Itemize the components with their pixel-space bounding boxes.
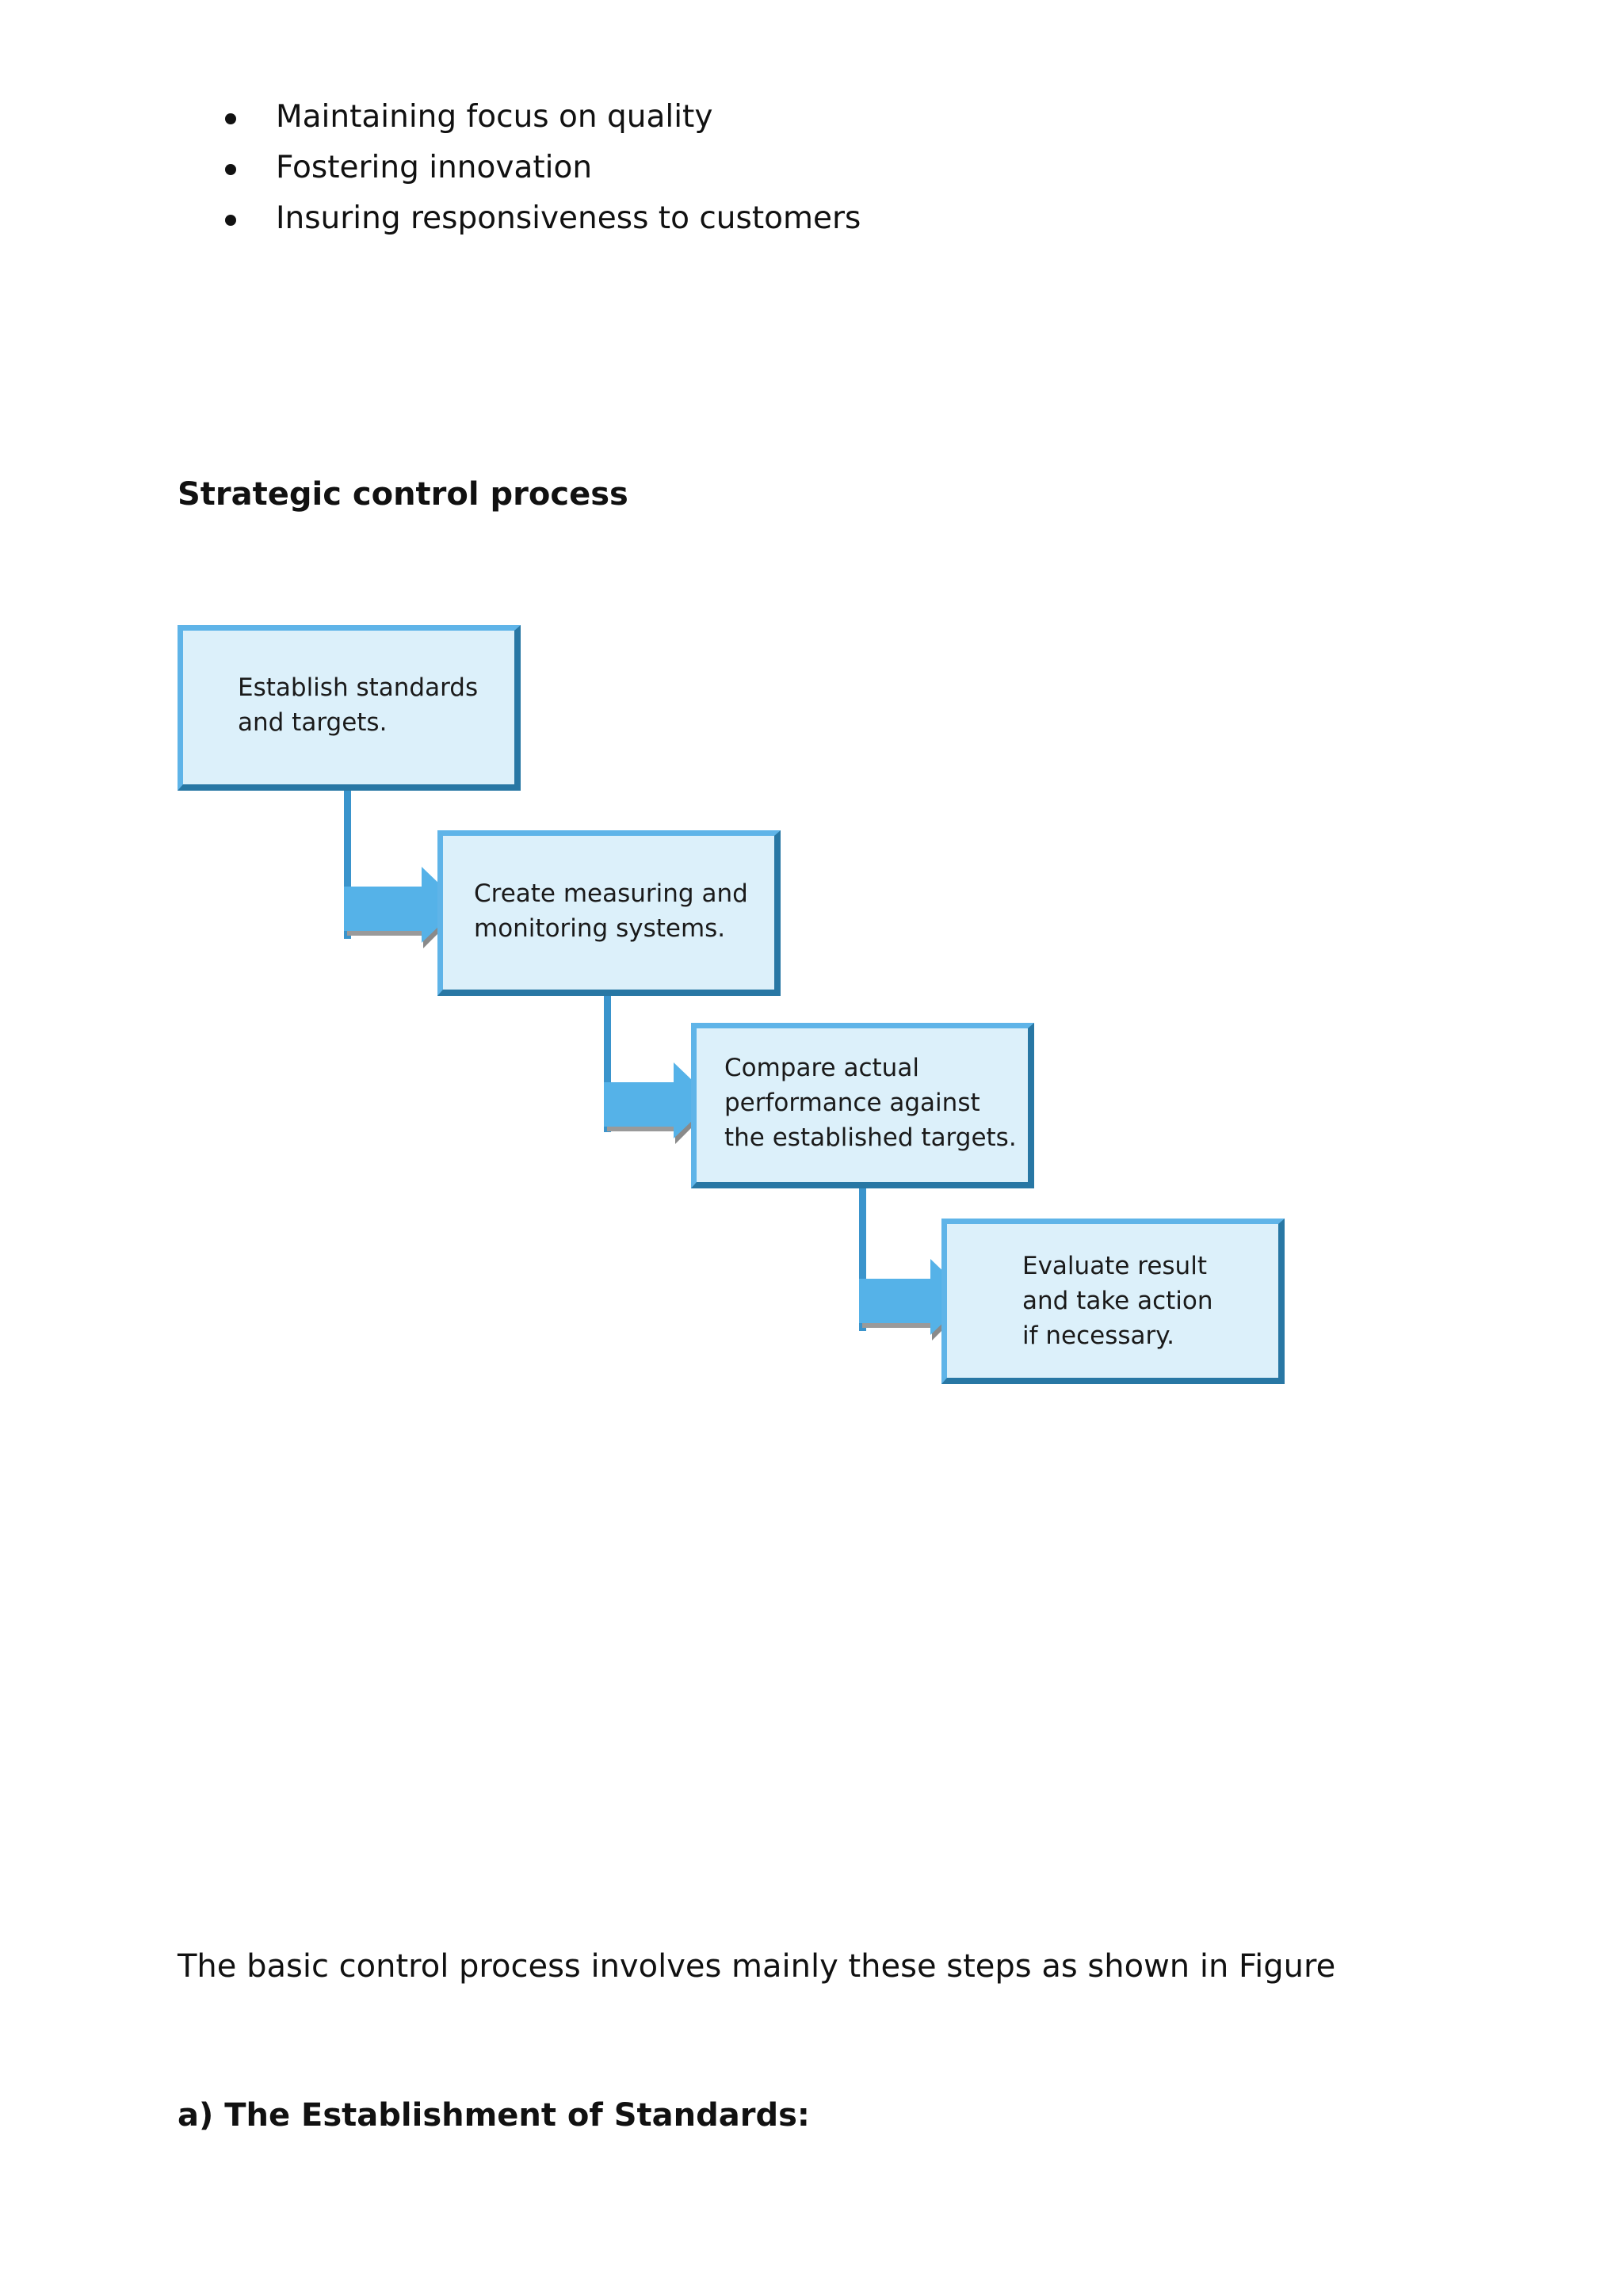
step-text: Evaluate result and take action if neces… bbox=[1022, 1252, 1213, 1350]
bullet-dot-icon bbox=[225, 215, 236, 226]
step-box bbox=[178, 625, 521, 791]
body-text: The basic control process involves mainl… bbox=[178, 1948, 1336, 1985]
step-box bbox=[691, 1023, 1034, 1188]
section-heading: Strategic control process bbox=[178, 476, 628, 513]
step-box bbox=[941, 1219, 1285, 1384]
bullet-dot-icon bbox=[225, 113, 236, 124]
connector-arrow bbox=[604, 993, 715, 1144]
bullet-text: Insuring responsiveness to customers bbox=[276, 200, 861, 236]
step-text: Establish standards and targets. bbox=[238, 673, 479, 737]
subheading: a) The Establishment of Standards: bbox=[178, 2097, 810, 2134]
bullet-text: Maintaining focus on quality bbox=[276, 99, 713, 135]
bullet-dot-icon bbox=[225, 164, 236, 175]
step-box bbox=[437, 830, 781, 996]
bullet-text: Fostering innovation bbox=[276, 150, 593, 185]
step-text: Create measuring and monitoring systems. bbox=[474, 879, 748, 943]
step-text: Compare actual performance against the e… bbox=[724, 1054, 1017, 1152]
